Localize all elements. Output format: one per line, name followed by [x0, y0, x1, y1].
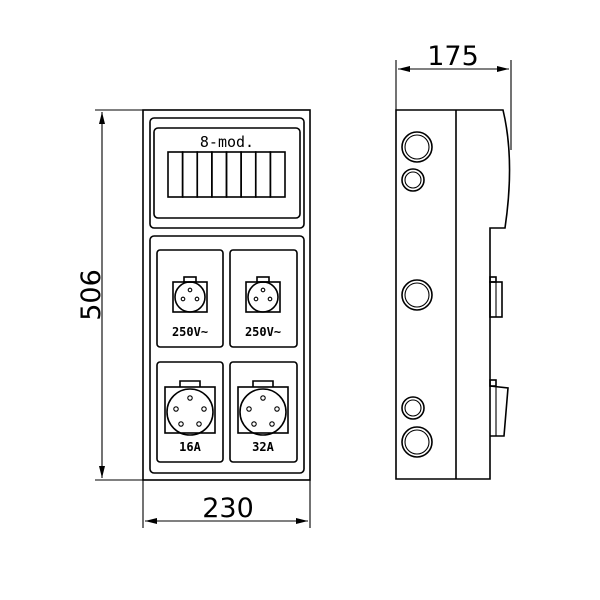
module-slot — [167, 151, 184, 198]
module-slot — [181, 151, 199, 198]
height-dimension: 506 — [76, 109, 143, 481]
socket-label: 16A — [179, 440, 201, 454]
socket-lid-profile-upper — [489, 276, 503, 318]
module-slot — [225, 151, 242, 198]
module-panel: 8-mod. — [149, 117, 305, 229]
height-dimension-label: 506 — [76, 269, 107, 321]
front-view: 8-mod. 250V~ 250V~ — [142, 109, 311, 481]
socket-250v-left: 250V~ — [156, 249, 224, 348]
module-slot — [254, 151, 272, 198]
socket-panel: 250V~ 250V~ 16A — [149, 235, 305, 474]
width-dimension-label: 230 — [202, 493, 254, 524]
socket-250v-right: 250V~ — [229, 249, 298, 348]
socket-label: 250V~ — [245, 325, 281, 339]
module-slot — [269, 151, 286, 198]
cable-gland-icons — [401, 131, 433, 458]
module-slot — [240, 151, 257, 198]
socket-16a: 16A — [156, 361, 224, 463]
depth-dimension-label: 175 — [427, 41, 479, 72]
module-slot — [196, 151, 213, 198]
socket-label: 32A — [252, 440, 274, 454]
socket-32a: 32A — [229, 361, 298, 463]
depth-dimension: 175 — [395, 41, 512, 150]
width-dimension: 230 — [142, 480, 311, 528]
socket-label: 250V~ — [172, 325, 208, 339]
module-panel-label: 8-mod. — [200, 133, 254, 151]
side-view — [395, 109, 511, 480]
socket-lid-profile-lower — [489, 379, 509, 437]
module-slot — [211, 151, 228, 198]
module-slots — [167, 151, 286, 198]
